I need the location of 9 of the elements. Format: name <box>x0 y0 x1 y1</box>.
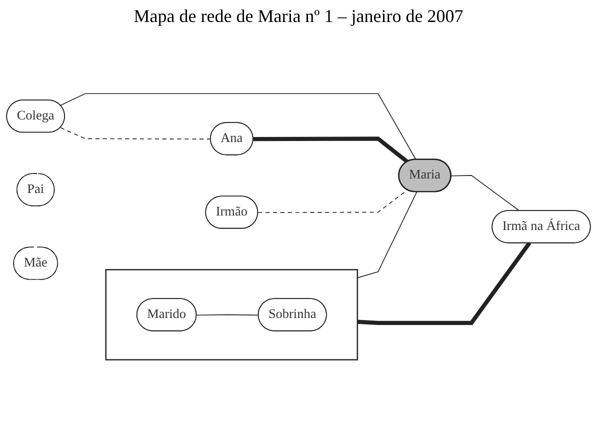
connector <box>357 190 418 278</box>
connector <box>450 174 520 212</box>
cluster <box>105 268 358 360</box>
diagram-title: Mapa de rede de Maria nº 1 – janeiro de 2007 <box>132 6 464 27</box>
connector <box>196 314 260 316</box>
connector <box>253 136 409 164</box>
connector <box>357 241 532 325</box>
connector <box>60 127 212 140</box>
connector <box>60 93 416 160</box>
